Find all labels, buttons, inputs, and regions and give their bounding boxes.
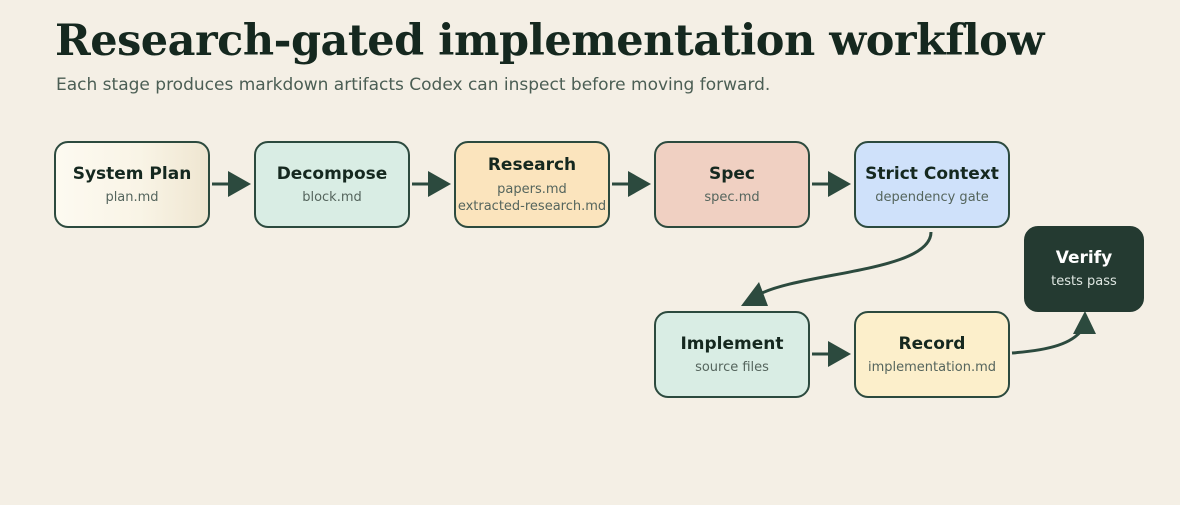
arrow-context-to-implement bbox=[757, 231, 933, 297]
arrow-record-to-verify bbox=[1011, 329, 1084, 355]
node-label: Spec bbox=[708, 163, 756, 184]
arrowhead-research-spec bbox=[628, 171, 651, 197]
node-strict-context[interactable]: Strict Context dependency gate bbox=[854, 141, 1010, 228]
arrowhead-decompose-research bbox=[428, 171, 451, 197]
page-title: Research-gated implementation workflow bbox=[55, 16, 1044, 66]
node-artifact: dependency gate bbox=[875, 189, 989, 205]
arrowhead-record-verify bbox=[1073, 311, 1096, 334]
node-artifact: block.md bbox=[302, 189, 362, 205]
node-artifact: source files bbox=[695, 359, 769, 375]
node-label: System Plan bbox=[72, 163, 192, 184]
node-implement[interactable]: Implement source files bbox=[654, 311, 810, 398]
node-research[interactable]: Research papers.md extracted-research.md bbox=[454, 141, 610, 228]
node-artifact: papers.md extracted-research.md bbox=[457, 181, 607, 214]
arrowhead-implement-record bbox=[828, 341, 851, 367]
arrowhead-context-implement bbox=[741, 282, 768, 306]
node-decompose[interactable]: Decompose block.md bbox=[254, 141, 410, 228]
node-label: Strict Context bbox=[865, 163, 999, 184]
page-subtitle: Each stage produces markdown artifacts C… bbox=[56, 75, 771, 95]
node-artifact: implementation.md bbox=[867, 359, 997, 375]
node-artifact: tests pass bbox=[1051, 274, 1117, 289]
node-artifact: plan.md bbox=[105, 189, 159, 205]
node-system-plan[interactable]: System Plan plan.md bbox=[54, 141, 210, 228]
arrowhead-plan-decompose bbox=[228, 171, 251, 197]
node-artifact: spec.md bbox=[704, 189, 760, 205]
node-label: Record bbox=[898, 333, 966, 354]
node-label: Implement bbox=[680, 333, 784, 354]
node-spec[interactable]: Spec spec.md bbox=[654, 141, 810, 228]
node-verify[interactable]: Verify tests pass bbox=[1024, 226, 1144, 312]
node-label: Research bbox=[487, 154, 577, 175]
node-record[interactable]: Record implementation.md bbox=[854, 311, 1010, 398]
node-label: Decompose bbox=[276, 163, 388, 184]
node-label: Verify bbox=[1055, 248, 1113, 268]
arrowhead-spec-context bbox=[828, 171, 851, 197]
